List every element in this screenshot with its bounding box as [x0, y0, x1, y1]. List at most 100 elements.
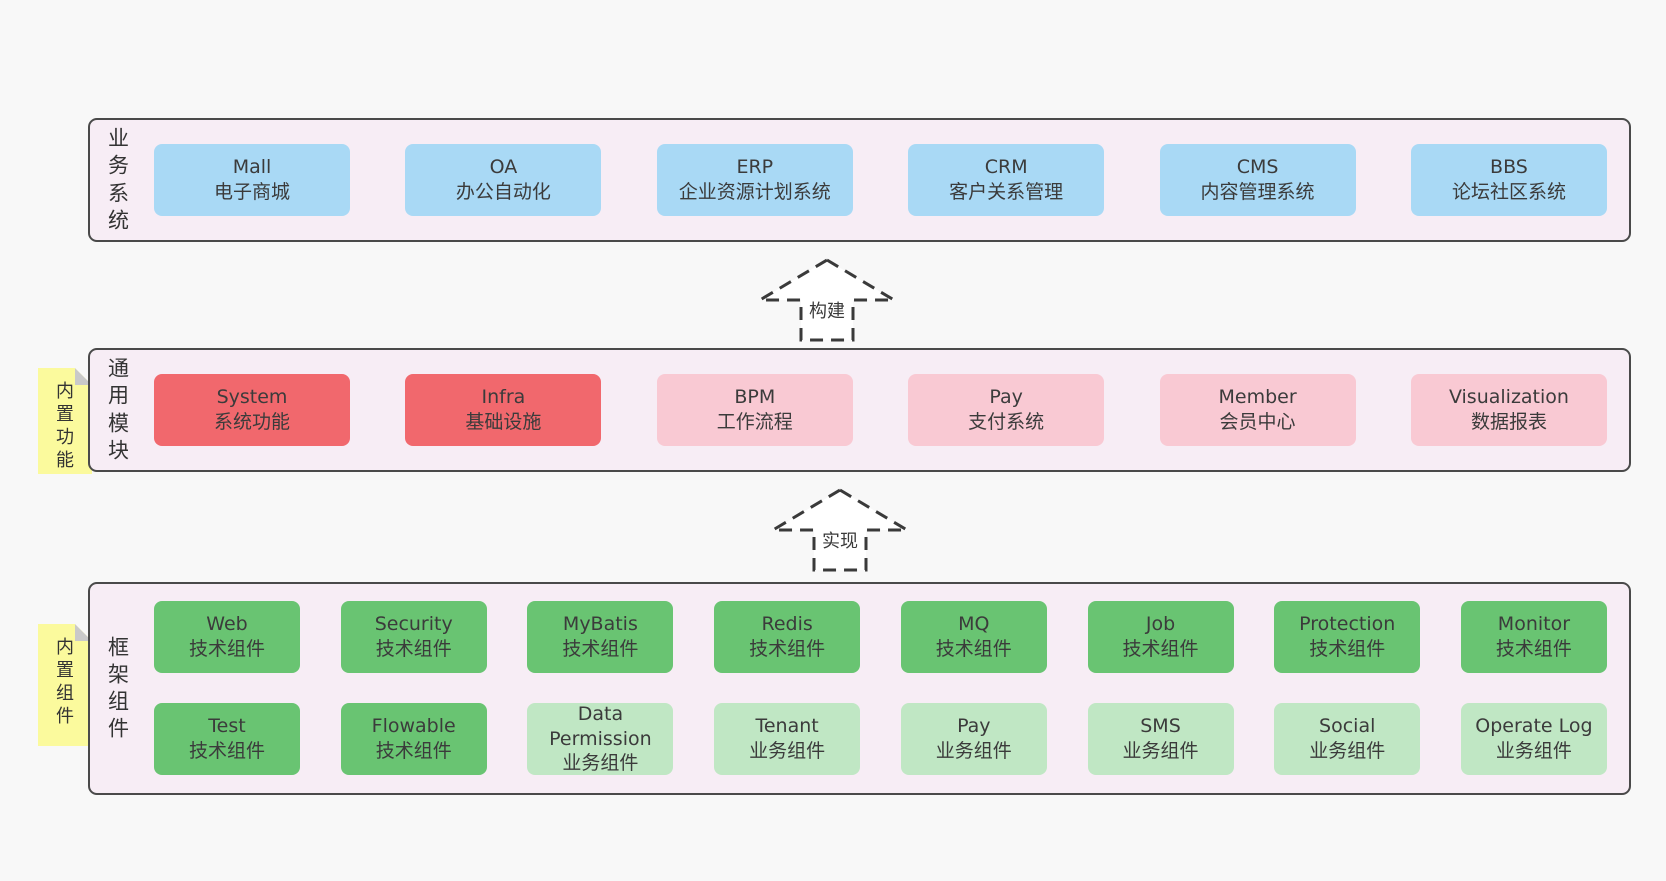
- framework-row-1: Web 技术组件 Security 技术组件 MyBatis 技术组件 Redi…: [154, 601, 1607, 673]
- box-infra: Infra 基础设施: [405, 374, 602, 446]
- box-sms: SMS 业务组件: [1087, 703, 1234, 775]
- box-social: Social 业务组件: [1274, 703, 1421, 775]
- box-tenant: Tenant 业务组件: [714, 703, 861, 775]
- box-title: Job: [1145, 613, 1176, 636]
- box-title: Member: [1218, 386, 1297, 409]
- box-subtitle: 技术组件: [188, 740, 265, 762]
- box-title: Infra: [481, 386, 526, 409]
- framework-row-2: Test 技术组件 Flowable 技术组件 Data Permission …: [154, 703, 1607, 775]
- box-subtitle: 客户关系管理: [949, 181, 1064, 203]
- box-subtitle: 技术组件: [1122, 638, 1199, 660]
- box-bpm: BPM 工作流程: [656, 374, 853, 446]
- build-arrow-label: 构建: [806, 297, 848, 323]
- box-subtitle: 技术组件: [935, 638, 1012, 660]
- box-title: OA: [489, 156, 518, 179]
- box-title: Test: [208, 715, 246, 738]
- box-title: Pay: [957, 715, 991, 738]
- box-title: ERP: [736, 156, 774, 179]
- box-title: CRM: [984, 156, 1028, 179]
- box-subtitle: 论坛社区系统: [1451, 181, 1566, 203]
- box-oa: OA 办公自动化: [405, 144, 602, 216]
- box-subtitle: 内容管理系统: [1200, 181, 1315, 203]
- box-subtitle: 数据报表: [1470, 411, 1547, 433]
- box-mybatis: MyBatis 技术组件: [527, 601, 674, 673]
- box-title: BBS: [1490, 156, 1528, 179]
- common-modules-row: System 系统功能 Infra 基础设施 BPM 工作流程 Pay 支付系统…: [154, 350, 1607, 470]
- box-subtitle: 技术组件: [375, 638, 452, 660]
- box-mq: MQ 技术组件: [900, 601, 1047, 673]
- box-subtitle: 技术组件: [749, 638, 826, 660]
- box-title: CMS: [1236, 156, 1279, 179]
- build-arrow: 构建: [757, 257, 897, 343]
- box-subtitle: 业务组件: [749, 740, 826, 762]
- box-title: SMS: [1140, 715, 1181, 738]
- box-erp: ERP 企业资源计划系统: [656, 144, 853, 216]
- box-subtitle: 技术组件: [188, 638, 265, 660]
- box-security: Security 技术组件: [340, 601, 487, 673]
- box-title: Redis: [761, 613, 813, 636]
- box-subtitle: 工作流程: [716, 411, 793, 433]
- box-subtitle: 技术组件: [375, 740, 452, 762]
- box-subtitle: 企业资源计划系统: [678, 181, 831, 203]
- box-test: Test 技术组件: [154, 703, 300, 775]
- box-title: Operate Log: [1475, 715, 1593, 738]
- box-subtitle: 支付系统: [968, 411, 1045, 433]
- box-title: Security: [374, 613, 453, 636]
- box-mall: Mall 电子商城: [154, 144, 350, 216]
- box-title: Monitor: [1497, 613, 1571, 636]
- business-systems-panel: 业务系统 Mall 电子商城 OA 办公自动化 ERP 企业资源计划系统 CRM…: [88, 118, 1631, 242]
- box-subtitle: 系统功能: [213, 411, 290, 433]
- box-protection: Protection 技术组件: [1274, 601, 1421, 673]
- box-subtitle: 业务组件: [935, 740, 1012, 762]
- box-job: Job 技术组件: [1087, 601, 1234, 673]
- box-bbs: BBS 论坛社区系统: [1410, 144, 1607, 216]
- business-systems-label: 业务系统: [108, 126, 129, 233]
- box-title: Pay: [989, 386, 1023, 409]
- box-title: Web: [206, 613, 248, 636]
- box-title: MyBatis: [562, 613, 638, 636]
- framework-components-label: 框架组件: [108, 634, 129, 741]
- framework-components-rows: Web 技术组件 Security 技术组件 MyBatis 技术组件 Redi…: [154, 601, 1607, 775]
- box-subtitle: 业务组件: [1309, 740, 1386, 762]
- common-modules-panel: 通用模块 System 系统功能 Infra 基础设施 BPM 工作流程 Pay…: [88, 348, 1631, 472]
- common-modules-label: 通用模块: [108, 356, 129, 463]
- box-title: Tenant: [755, 715, 819, 738]
- box-cms: CMS 内容管理系统: [1159, 144, 1356, 216]
- box-subtitle: 基础设施: [465, 411, 542, 433]
- box-subtitle: 办公自动化: [455, 181, 551, 203]
- box-title: Protection: [1299, 613, 1396, 636]
- box-pay-module: Pay 支付系统: [908, 374, 1105, 446]
- box-title: Data Permission: [549, 702, 652, 750]
- box-subtitle: 电子商城: [213, 181, 290, 203]
- box-subtitle: 技术组件: [562, 638, 639, 660]
- implement-arrow-label: 实现: [819, 527, 861, 553]
- box-web: Web 技术组件: [154, 601, 300, 673]
- box-title: Visualization: [1448, 386, 1569, 409]
- box-subtitle: 业务组件: [1122, 740, 1199, 762]
- implement-arrow: 实现: [770, 487, 910, 573]
- box-flowable: Flowable 技术组件: [340, 703, 487, 775]
- box-title: System: [216, 386, 288, 409]
- framework-components-panel: 框架组件 Web 技术组件 Security 技术组件 MyBatis 技术组件…: [88, 582, 1631, 795]
- box-member: Member 会员中心: [1159, 374, 1356, 446]
- box-crm: CRM 客户关系管理: [908, 144, 1105, 216]
- builtin-functions-sticky: 内置功能: [38, 368, 92, 474]
- box-system: System 系统功能: [154, 374, 350, 446]
- box-title: Social: [1319, 715, 1376, 738]
- builtin-components-sticky-label: 内置组件: [56, 637, 74, 728]
- box-redis: Redis 技术组件: [714, 601, 861, 673]
- box-title: Mall: [232, 156, 272, 179]
- box-subtitle: 技术组件: [1495, 638, 1572, 660]
- box-data-permission: Data Permission 业务组件: [527, 702, 674, 775]
- builtin-components-sticky: 内置组件: [38, 624, 92, 746]
- box-visualization: Visualization 数据报表: [1410, 374, 1607, 446]
- box-subtitle: 会员中心: [1219, 411, 1296, 433]
- box-monitor: Monitor 技术组件: [1460, 601, 1607, 673]
- box-title: MQ: [958, 613, 990, 636]
- box-title: BPM: [734, 386, 776, 409]
- box-subtitle: 业务组件: [1495, 740, 1572, 762]
- box-operate-log: Operate Log 业务组件: [1460, 703, 1607, 775]
- box-subtitle: 技术组件: [1309, 638, 1386, 660]
- builtin-functions-sticky-label: 内置功能: [56, 381, 74, 472]
- box-pay-component: Pay 业务组件: [900, 703, 1047, 775]
